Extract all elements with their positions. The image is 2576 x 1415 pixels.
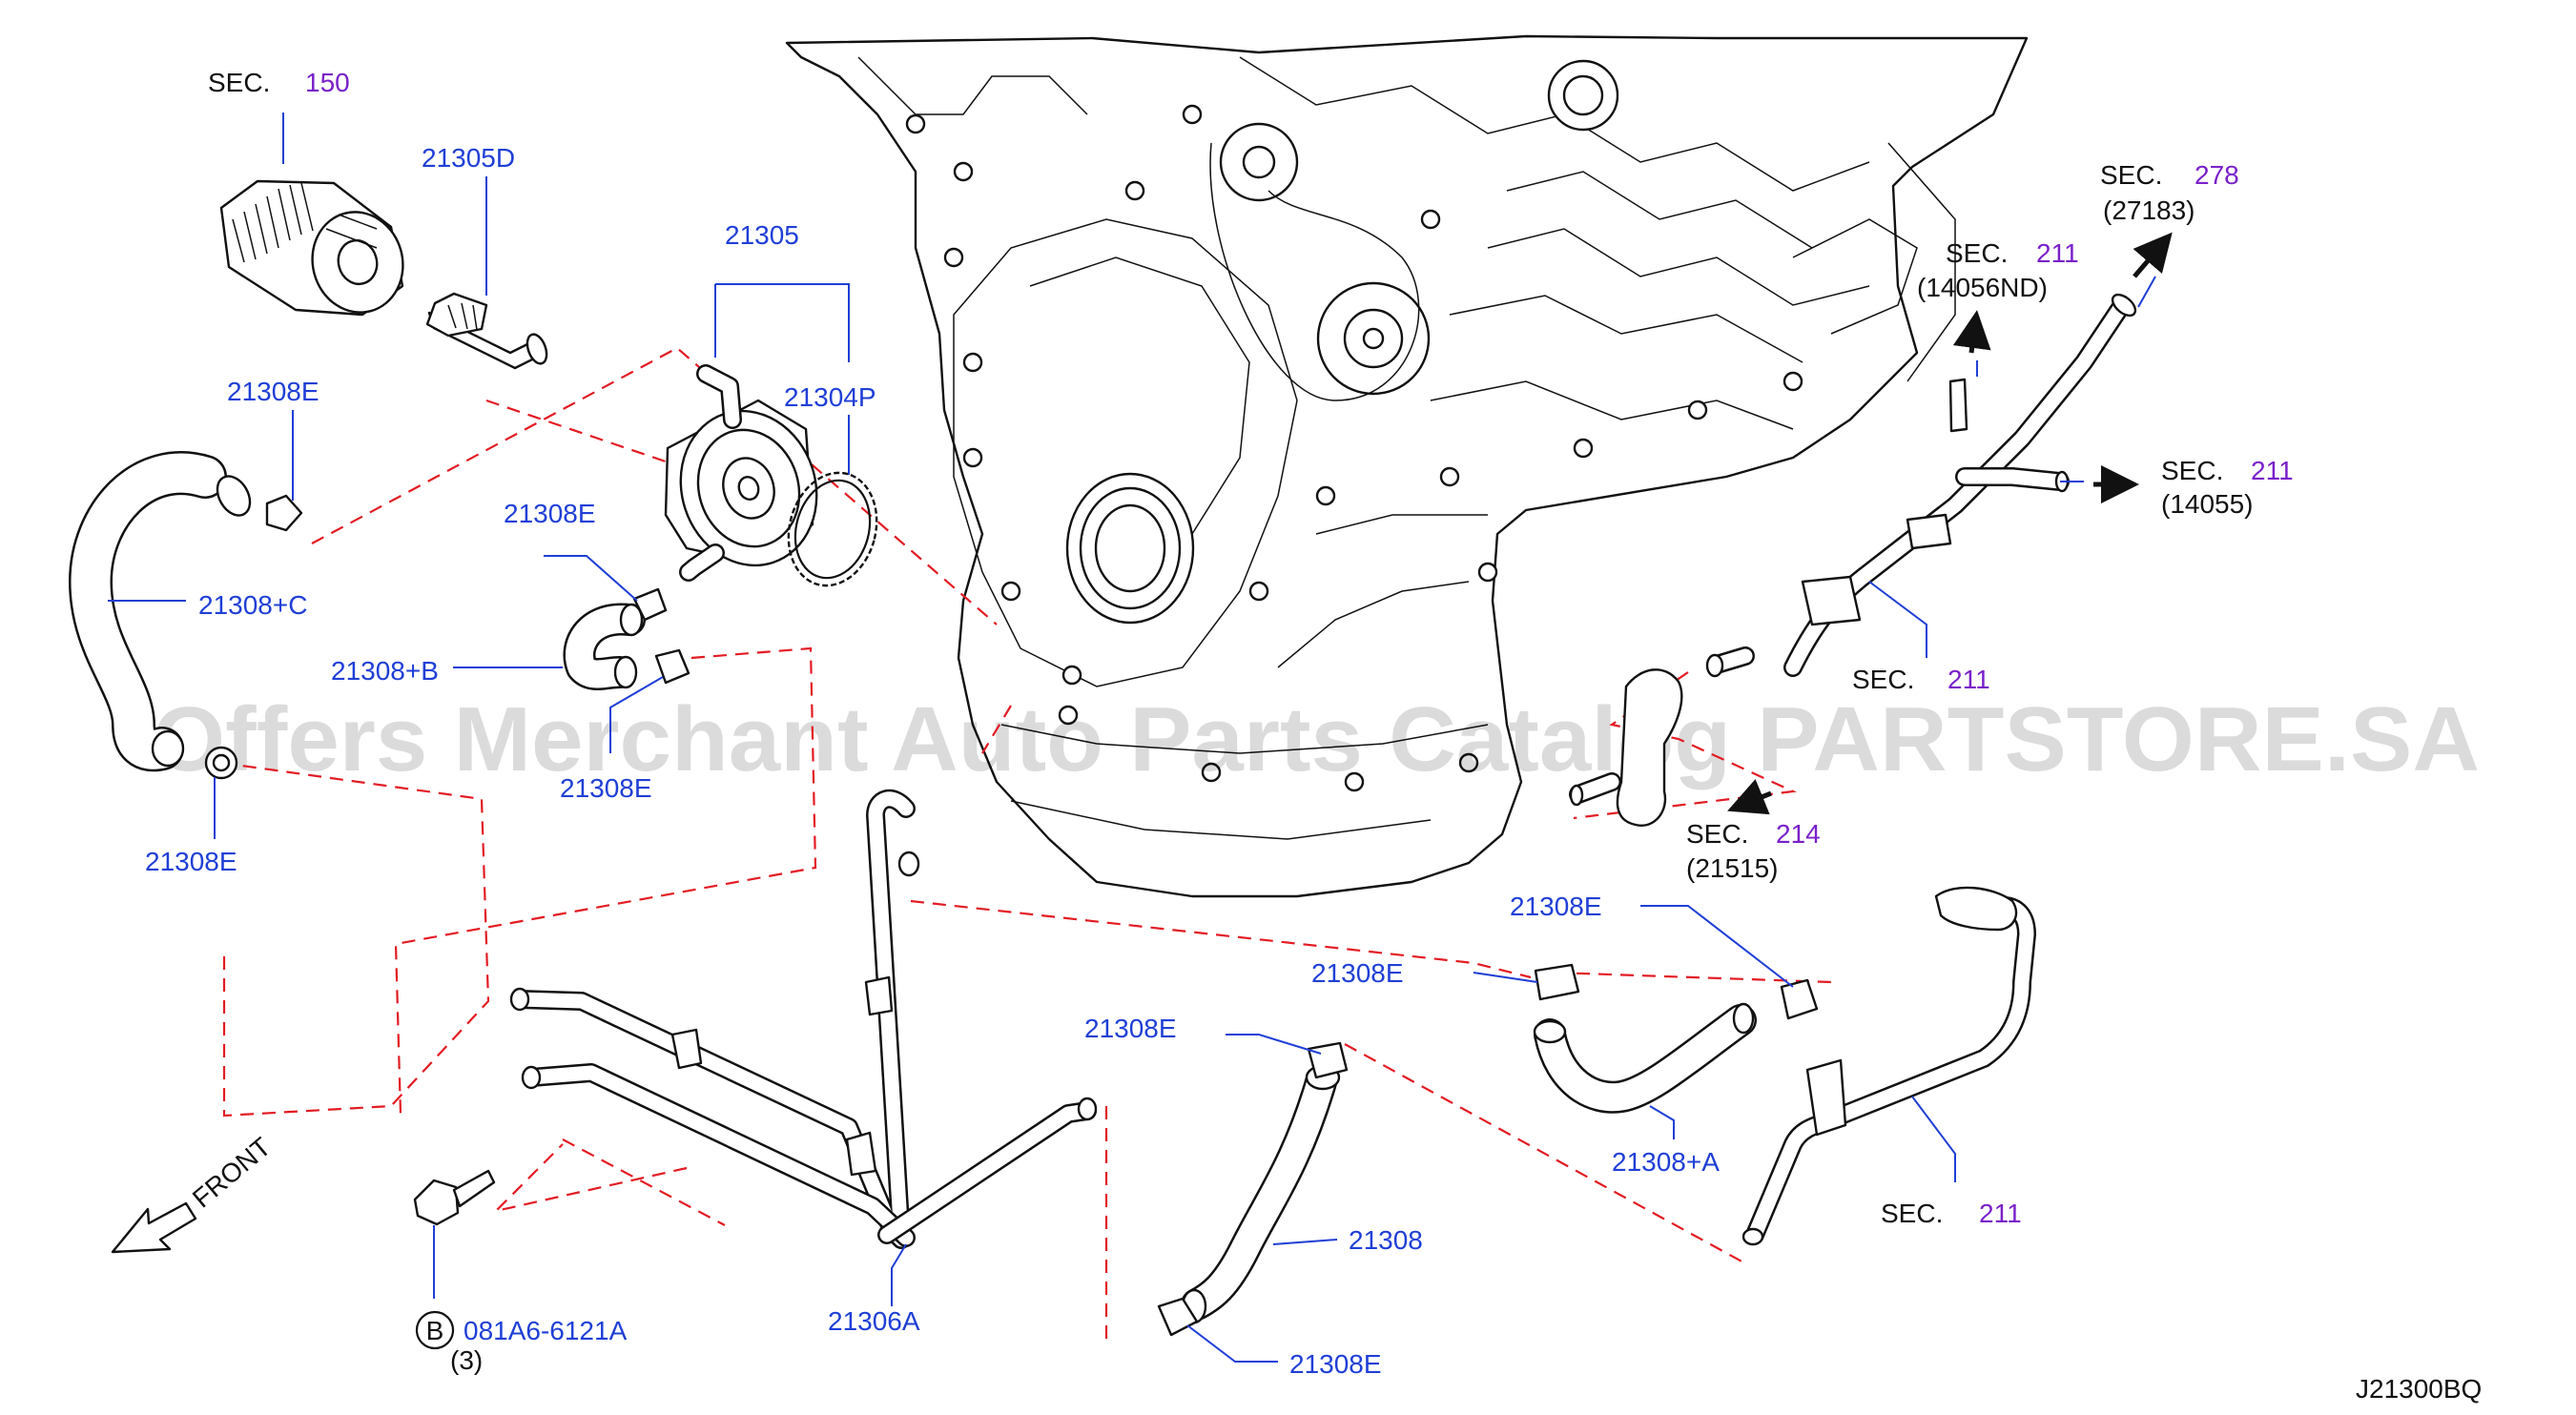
flange-bolt[interactable] — [413, 1169, 496, 1226]
block-bolt-bosses — [905, 104, 1803, 792]
watermark: Offers Merchant Auto Parts Catalog PARTS… — [153, 688, 2480, 790]
part-label-21308E[interactable]: 21308E — [560, 773, 652, 803]
section-211-callout[interactable]: SEC. 211 (14056ND) — [1917, 238, 2079, 302]
hose-clamp[interactable] — [265, 494, 303, 532]
part-label-21308E[interactable]: 21308E — [1311, 958, 1404, 988]
outlet-fitting-sec-214[interactable] — [1569, 646, 1755, 827]
part-label-21308E[interactable]: 21308E — [1510, 892, 1602, 921]
leader-21308E-e — [1226, 1034, 1322, 1055]
section-214-callout[interactable]: SEC. 214 (21515) — [1686, 819, 1821, 883]
front-label: FRONT — [187, 1132, 277, 1214]
leader-21308E-h — [1186, 1324, 1278, 1363]
svg-text:SEC.: SEC. — [2161, 456, 2223, 485]
section-211-callout[interactable]: SEC. 211 — [1852, 665, 1990, 694]
hose-clamp[interactable] — [1534, 963, 1580, 1001]
svg-text:150: 150 — [305, 68, 350, 97]
svg-text:211: 211 — [2251, 456, 2294, 485]
bolt-badge-icon — [415, 1310, 455, 1350]
hose-clamp[interactable] — [654, 648, 690, 685]
direction-arrows — [1727, 232, 2173, 815]
part-label-21305[interactable]: 21305 — [725, 220, 799, 250]
connector-bolt-21305D[interactable] — [425, 292, 550, 370]
hose-clamp[interactable] — [204, 746, 238, 780]
svg-text:SEC.: SEC. — [1852, 665, 1914, 694]
part-label-21306A[interactable]: 21306A — [828, 1306, 920, 1336]
part-label-21308E[interactable]: 21308E — [1084, 1014, 1177, 1043]
dashed-assembly-leaders — [220, 346, 1832, 1340]
section-211-callout[interactable]: SEC. 211 (14055) — [2161, 456, 2294, 519]
svg-text:SEC.: SEC. — [208, 68, 270, 97]
leader-21305 — [714, 283, 850, 362]
section-278-callout[interactable]: SEC. 278 (27183) — [2100, 160, 2239, 225]
svg-text:(14055): (14055) — [2161, 489, 2254, 519]
svg-text:(21515): (21515) — [1686, 853, 1779, 883]
svg-text:(27183): (27183) — [2103, 195, 2195, 225]
part-label-21308C[interactable]: 21308+C — [198, 590, 307, 620]
part-label-21308E[interactable]: 21308E — [1289, 1349, 1382, 1379]
svg-text:SEC.: SEC. — [1686, 819, 1748, 849]
part-label-21304P[interactable]: 21304P — [784, 382, 876, 412]
leader-21308A — [1649, 1105, 1675, 1139]
svg-text:214: 214 — [1776, 819, 1821, 849]
front-arrow-icon — [111, 1201, 197, 1254]
hose-clamp[interactable] — [632, 587, 668, 622]
coolant-pipe-sec-211[interactable] — [1783, 291, 2139, 677]
arrow-left-icon — [1727, 779, 1772, 815]
bolt-badge-letter: B — [426, 1316, 444, 1345]
oil-cooler-21305[interactable] — [661, 364, 836, 584]
oil-filter[interactable] — [219, 179, 414, 322]
part-label-bolt: 081A6-6121A — [464, 1316, 628, 1345]
leader-21308E-f — [1473, 972, 1538, 983]
leader-21308E-g — [1640, 905, 1794, 988]
part-label-21305D[interactable]: 21305D — [422, 143, 515, 173]
bolt-callout[interactable]: B 081A6-6121A (3) — [415, 1310, 628, 1375]
svg-text:278: 278 — [2195, 160, 2239, 190]
bypass-pipe-sec-211[interactable] — [1741, 886, 2036, 1246]
hose-clamp[interactable] — [1307, 1041, 1349, 1079]
leader-21306A — [891, 1243, 907, 1306]
section-150-callout[interactable]: SEC. 150 — [208, 68, 350, 97]
part-label-21308E[interactable]: 21308E — [227, 377, 319, 406]
part-label-21308A[interactable]: 21308+A — [1612, 1147, 1720, 1177]
water-pipe-21306A[interactable] — [509, 789, 1098, 1249]
leader-21308 — [1272, 1239, 1338, 1245]
arrow-up-icon — [1952, 310, 1991, 354]
svg-text:SEC.: SEC. — [1946, 238, 2008, 268]
hose-clamp[interactable] — [1780, 978, 1819, 1020]
o-ring-21304P[interactable] — [776, 462, 889, 595]
svg-text:211: 211 — [1947, 665, 1990, 694]
diagram-code: J21300BQ — [2356, 1374, 2482, 1404]
hose-21308C[interactable] — [69, 451, 257, 772]
svg-text:(14056ND): (14056ND) — [1917, 273, 2048, 302]
part-label-21308E[interactable]: 21308E — [504, 499, 596, 528]
leader-21308E-d — [609, 676, 664, 753]
front-direction-indicator: FRONT — [111, 1132, 277, 1254]
leader-sec-278 — [2137, 276, 2156, 308]
hose-21308B[interactable] — [563, 603, 646, 690]
part-label-21308B[interactable]: 21308+B — [331, 656, 439, 686]
engine-block-illustration — [785, 34, 2029, 898]
svg-text:211: 211 — [2036, 238, 2079, 268]
leader-21308E-c — [544, 555, 638, 602]
svg-text:SEC.: SEC. — [1881, 1199, 1943, 1228]
hose-21308A[interactable] — [1533, 1002, 1757, 1114]
hose-21308[interactable] — [1181, 1064, 1341, 1324]
section-211-callout[interactable]: SEC. 211 — [1881, 1199, 2022, 1228]
svg-text:SEC.: SEC. — [2100, 160, 2162, 190]
leader-sec-211-bottom — [1911, 1096, 1956, 1182]
part-label-21308[interactable]: 21308 — [1349, 1225, 1423, 1255]
bolt-quantity: (3) — [450, 1345, 483, 1375]
svg-text:211: 211 — [1979, 1199, 2022, 1228]
leader-sec-211-mid — [1868, 581, 1927, 658]
arrow-up-right-icon — [2133, 232, 2173, 278]
part-label-21308E[interactable]: 21308E — [145, 847, 237, 876]
